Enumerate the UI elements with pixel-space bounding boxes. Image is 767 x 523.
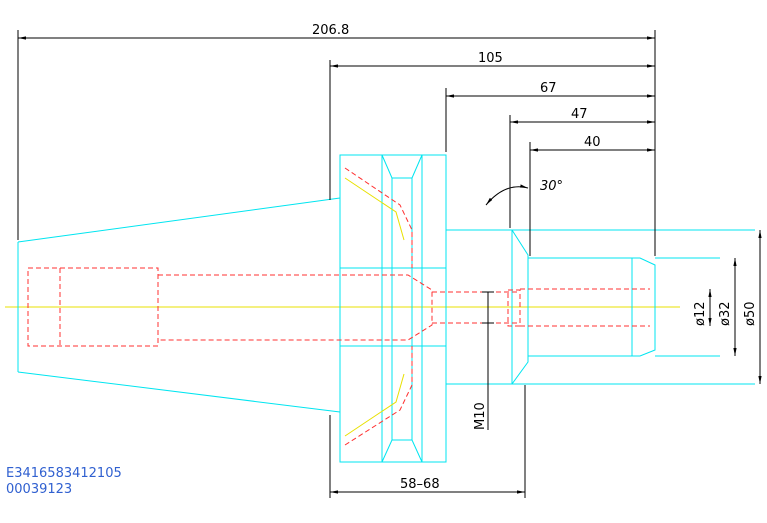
dim-nose-length: 40 [584, 135, 601, 150]
dim-nose-diameter: ø32 [718, 302, 733, 327]
hidden-lines [27, 167, 650, 446]
dim-flange-to-end: 105 [478, 51, 503, 66]
part-code-line-1: E3416583412105 [6, 466, 122, 481]
taper-shank [17, 197, 341, 413]
dim-chamfer-angle: 30° [540, 179, 563, 194]
collar [446, 229, 755, 385]
flange [339, 154, 447, 463]
dim-thread: M10 [473, 402, 488, 430]
dimension-lines [17, 30, 762, 498]
groove-lines [344, 177, 405, 437]
dim-gauge-range: 58–68 [400, 477, 440, 492]
dim-overall-length: 206.8 [312, 23, 349, 38]
nose [528, 257, 720, 357]
part-code-line-2: 00039123 [6, 482, 73, 497]
dim-collar-to-end: 67 [540, 81, 557, 96]
dim-inner-diameter: ø12 [693, 302, 708, 327]
dim-collar-diameter: ø50 [743, 302, 758, 327]
dim-bore-step-to-end: 47 [571, 107, 588, 122]
